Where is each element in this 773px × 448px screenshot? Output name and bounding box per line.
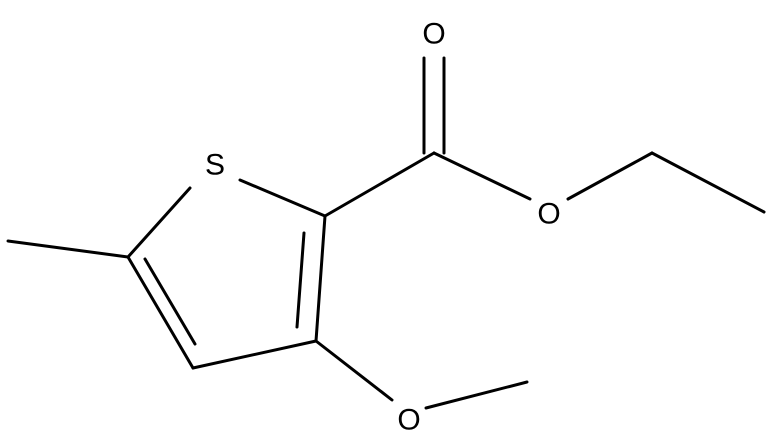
atom-label-layer: S O O O: [205, 18, 561, 437]
atom-label-carbonyl-oxygen: O: [422, 18, 445, 51]
bond-c5-s1: [126, 186, 192, 259]
bond-c3-methoxy-o: [314, 339, 394, 402]
atom-label-sulfur: S: [205, 149, 225, 182]
bond-c3-c4: [191, 339, 318, 370]
bond-c4-c5-inner: [143, 257, 197, 346]
bond-s1-c2: [238, 178, 327, 218]
bond-ch2-ch3: [650, 151, 766, 214]
bond-c2-c3: [314, 214, 327, 343]
bond-methyl-c5: [6, 239, 130, 259]
bond-carbonyl-c-ester-o: [432, 151, 532, 201]
bond-methoxy-o-ch3: [424, 380, 529, 410]
bond-c2-carbonyl-c: [323, 151, 436, 218]
bond-c2-c3-inner: [295, 231, 306, 329]
atom-label-methoxy-oxygen: O: [397, 404, 420, 437]
atom-label-ester-oxygen: O: [537, 198, 560, 231]
bond-layer: [6, 56, 766, 410]
bond-c4-c5: [126, 255, 195, 370]
bond-ester-o-ch2: [566, 151, 654, 201]
